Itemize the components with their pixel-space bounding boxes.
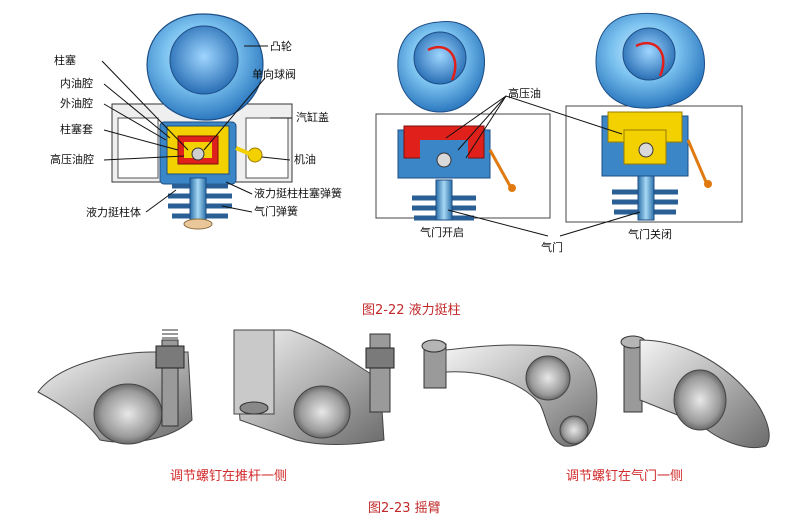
label-cylinder-head: 汽缸盖 xyxy=(296,110,329,124)
tappet-cutaway-diagram xyxy=(111,13,293,230)
label-valve-closed: 气门关闭 xyxy=(628,227,672,241)
tappet-valve-closed-diagram xyxy=(565,12,743,223)
label-tappet-body: 液力挺柱体 xyxy=(86,205,141,219)
right-leader-lines xyxy=(445,95,641,237)
label-plunger-sleeve: 柱塞套 xyxy=(60,122,93,136)
caption-figure-2-22: 图2-22 液力挺柱 xyxy=(362,303,461,318)
rocker-arm-2 xyxy=(233,329,395,445)
label-cam: 凸轮 xyxy=(270,39,292,53)
label-engine-oil: 机油 xyxy=(294,152,316,166)
rocker-arm-3 xyxy=(421,339,598,447)
caption-adjust-screw-valve-side: 调节螺钉在气门一侧 xyxy=(566,468,683,484)
label-valve: 气门 xyxy=(541,240,563,254)
label-check-valve: 单向球阀 xyxy=(252,67,296,81)
label-plunger-spring: 液力挺柱柱塞弹簧 xyxy=(254,186,342,200)
label-valve-spring: 气门弹簧 xyxy=(254,204,298,218)
rocker-arm-4 xyxy=(620,335,770,448)
caption-adjust-screw-pushrod-side: 调节螺钉在推杆一侧 xyxy=(170,469,287,484)
label-inner-oil-chamber: 内油腔 xyxy=(60,76,93,90)
label-high-pressure-oil: 高压油 xyxy=(508,86,541,100)
left-leader-lines xyxy=(101,45,292,213)
label-valve-open: 气门开启 xyxy=(420,225,464,239)
label-high-pressure-chamber: 高压油腔 xyxy=(50,152,94,166)
label-plunger: 柱塞 xyxy=(54,53,76,67)
label-outer-oil-chamber: 外油腔 xyxy=(60,96,93,110)
tappet-valve-open-diagram xyxy=(375,21,551,221)
rocker-arm-1 xyxy=(37,329,193,445)
caption-figure-2-23: 图2-23 摇臂 xyxy=(368,501,441,516)
